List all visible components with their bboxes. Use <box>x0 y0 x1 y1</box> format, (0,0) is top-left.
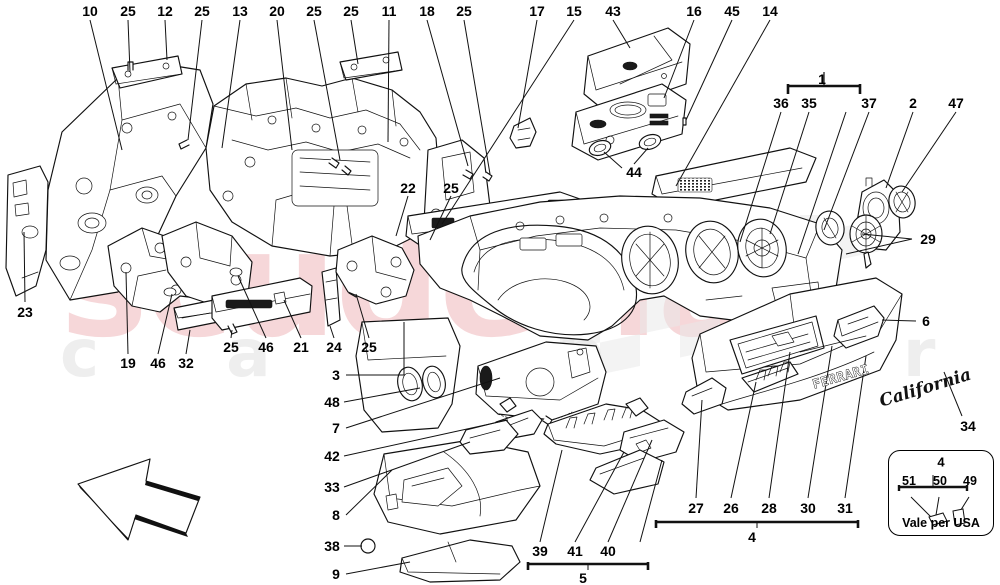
callout-44: 44 <box>626 164 642 180</box>
callout-9: 9 <box>332 566 340 582</box>
callout-25: 25 <box>120 3 136 19</box>
callout-43: 43 <box>605 3 621 19</box>
callout-16: 16 <box>686 3 702 19</box>
callout-25: 25 <box>223 339 239 355</box>
callout-48: 48 <box>324 394 340 410</box>
usa-item-50: 50 <box>933 474 947 488</box>
overhead-console <box>571 27 691 161</box>
callout-3: 3 <box>332 367 340 383</box>
callout-1: 1 <box>818 71 826 87</box>
usa-variant-inset: 4 51 50 49 Vale per USA <box>888 450 994 536</box>
callout-14: 14 <box>762 3 778 19</box>
callout-10: 10 <box>82 3 98 19</box>
callout-29: 29 <box>920 231 936 247</box>
callout-25: 25 <box>306 3 322 19</box>
callout-37: 37 <box>861 95 877 111</box>
callout-46: 46 <box>258 339 274 355</box>
callout-4: 4 <box>748 529 756 545</box>
callout-30: 30 <box>800 500 816 516</box>
callout-6: 6 <box>922 313 930 329</box>
callout-47: 47 <box>948 95 964 111</box>
callout-25: 25 <box>443 180 459 196</box>
callout-25: 25 <box>194 3 210 19</box>
usa-item-51: 51 <box>902 474 916 488</box>
callout-18: 18 <box>419 3 435 19</box>
callout-38: 38 <box>324 538 340 554</box>
callout-25: 25 <box>343 3 359 19</box>
callout-23: 23 <box>17 304 33 320</box>
callout-21: 21 <box>293 339 309 355</box>
callout-40: 40 <box>600 543 616 559</box>
callout-34: 34 <box>960 418 976 434</box>
callout-20: 20 <box>269 3 285 19</box>
crossmember-assembly <box>5 51 493 301</box>
callout-33: 33 <box>324 479 340 495</box>
callout-31: 31 <box>837 500 853 516</box>
callout-12: 12 <box>157 3 173 19</box>
callout-45: 45 <box>724 3 740 19</box>
callout-42: 42 <box>324 448 340 464</box>
callout-25: 25 <box>456 3 472 19</box>
callout-11: 11 <box>381 3 397 19</box>
callout-5: 5 <box>579 570 587 585</box>
usa-caption-text: Vale per USA <box>902 516 980 530</box>
usa-group-label: 4 <box>937 454 945 470</box>
callout-15: 15 <box>566 3 582 19</box>
callout-25: 25 <box>361 339 377 355</box>
callout-2: 2 <box>909 95 917 111</box>
callout-39: 39 <box>532 543 548 559</box>
callout-26: 26 <box>723 500 739 516</box>
callout-41: 41 <box>567 543 583 559</box>
orientation-arrow <box>77 458 201 541</box>
callout-28: 28 <box>761 500 777 516</box>
callout-24: 24 <box>326 339 342 355</box>
callout-17: 17 <box>529 3 545 19</box>
callout-27: 27 <box>688 500 704 516</box>
callout-19: 19 <box>120 355 136 371</box>
usa-item-49: 49 <box>963 474 977 488</box>
callout-13: 13 <box>232 3 248 19</box>
callout-7: 7 <box>332 420 340 436</box>
callout-36: 36 <box>773 95 789 111</box>
callout-8: 8 <box>332 507 340 523</box>
callout-32: 32 <box>178 355 194 371</box>
callout-46: 46 <box>150 355 166 371</box>
callout-35: 35 <box>801 95 817 111</box>
callout-22: 22 <box>400 180 416 196</box>
